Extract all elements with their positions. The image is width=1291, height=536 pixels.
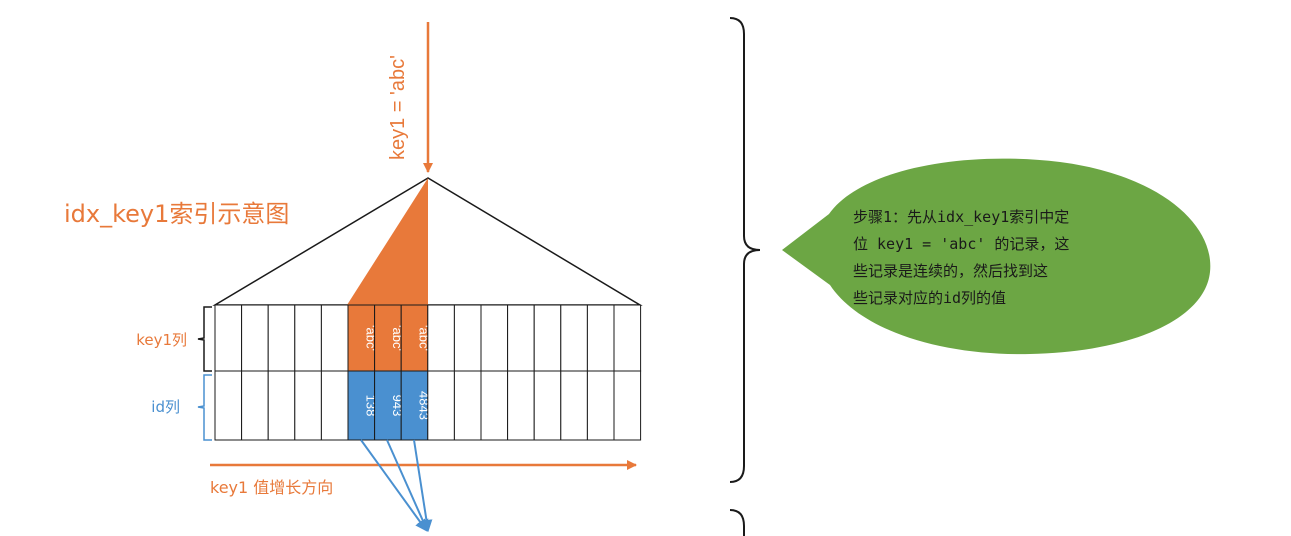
key1-cell xyxy=(453,304,482,372)
key1-cell xyxy=(320,304,349,372)
id-cell xyxy=(427,370,455,441)
diagram-title: idx_key1索引示意图 xyxy=(64,200,289,228)
lookup-arrow-1 xyxy=(360,439,428,532)
key1-cell xyxy=(374,304,402,372)
id-cell xyxy=(453,370,482,441)
id-cell xyxy=(214,370,243,441)
step-callout-text: 步骤1：先从idx_key1索引中定 位 key1 = 'abc' 的记录，这 … xyxy=(853,208,1069,307)
id-cell xyxy=(320,370,349,441)
key1-cell xyxy=(267,304,296,372)
key1-cell xyxy=(214,304,243,372)
step-brace xyxy=(729,17,761,483)
key1-cell xyxy=(480,304,509,372)
key1-cell xyxy=(613,304,642,372)
next-step-brace xyxy=(729,509,745,536)
id-cell xyxy=(480,370,509,441)
id-row-brace xyxy=(197,374,212,441)
id-cell xyxy=(294,370,322,441)
id-cell xyxy=(507,370,535,441)
key1-cell xyxy=(533,304,562,372)
svg-text:位 key1 = 'abc' 的记录，这: 位 key1 = 'abc' 的记录，这 xyxy=(853,235,1069,253)
key1-cell xyxy=(241,304,269,372)
key1-cell xyxy=(586,304,615,372)
key1-row-label: key1列 xyxy=(136,331,187,349)
id-cell xyxy=(241,370,269,441)
key1-row-brace xyxy=(197,306,212,372)
id-row-label: id列 xyxy=(151,398,180,416)
lookup-arrow-3 xyxy=(413,439,433,532)
svg-text:些记录对应的id列的值: 些记录对应的id列的值 xyxy=(853,289,1006,307)
key1-cell xyxy=(294,304,322,372)
id-cell xyxy=(400,370,429,441)
id-cell xyxy=(586,370,615,441)
id-cell xyxy=(533,370,562,441)
svg-text:步骤1：先从idx_key1索引中定: 步骤1：先从idx_key1索引中定 xyxy=(853,208,1069,226)
step-callout-bubble xyxy=(782,158,1211,355)
lookup-arrow-2 xyxy=(386,439,429,532)
id-cell xyxy=(560,370,588,441)
key1-cell xyxy=(427,304,455,372)
direction-label: key1 值增长方向 xyxy=(210,478,333,497)
query-label: key1 = 'abc' xyxy=(387,55,409,160)
key1-cell xyxy=(507,304,535,372)
id-cell xyxy=(267,370,296,441)
matching-path-wedge xyxy=(347,178,428,305)
id-cell xyxy=(613,370,642,441)
svg-text:些记录是连续的，然后找到这: 些记录是连续的，然后找到这 xyxy=(853,262,1048,280)
key1-cell xyxy=(560,304,588,372)
